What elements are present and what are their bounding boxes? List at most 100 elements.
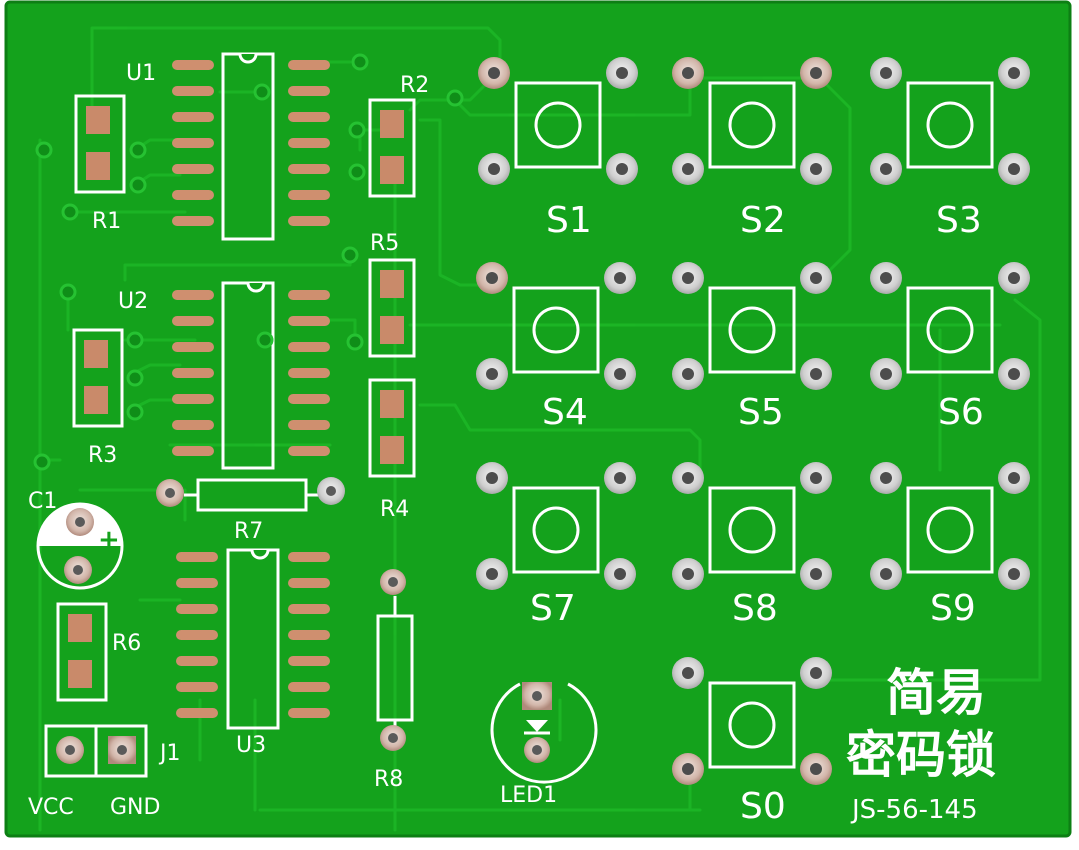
label-vcc: VCC (28, 795, 74, 820)
switch-s6-button-ring (926, 306, 974, 354)
switch-s3-pad-hole (880, 163, 892, 175)
resistor-r8-footprint (376, 569, 414, 751)
switch-s3-pad-hole (1008, 67, 1020, 79)
label-s1: S1 (546, 200, 592, 241)
resistor-r4-footprint (368, 378, 416, 478)
label-c1: C1 (28, 489, 57, 514)
board-title-line1: 简易 (886, 664, 986, 722)
switch-s2-footprint (672, 57, 832, 185)
switch-s5-pad-hole (810, 368, 822, 380)
switch-s7-footprint (476, 462, 636, 590)
switch-s0-pad-hole (682, 667, 694, 679)
switch-s8-pad-hole (682, 568, 694, 580)
label-j1: J1 (158, 741, 181, 766)
switch-s7-pad-hole (614, 472, 626, 484)
ic-u2-footprint (172, 281, 330, 470)
ic-u3-footprint (176, 548, 330, 730)
switch-s6-pad-hole (880, 272, 892, 284)
switch-s2-pad-hole (682, 67, 694, 79)
switch-s2-pad-hole (810, 67, 822, 79)
switch-s5-pad-hole (810, 272, 822, 284)
label-s6: S6 (938, 392, 984, 433)
label-r4: R4 (380, 497, 409, 522)
switch-s0-button-ring (728, 701, 776, 749)
resistor-r6-footprint (56, 602, 108, 702)
switch-s0-pad-hole (810, 763, 822, 775)
switch-s4-footprint (476, 262, 636, 390)
switch-s9-pad-hole (880, 568, 892, 580)
switch-s1-footprint (478, 57, 638, 185)
switch-s3-footprint (870, 57, 1030, 185)
switch-s1-pad-hole (488, 67, 500, 79)
switch-s9-pad-hole (880, 472, 892, 484)
switch-grid (476, 57, 1030, 785)
switch-s5-button-ring (728, 306, 776, 354)
switch-s5-pad-hole (682, 368, 694, 380)
resistor-r1-footprint (74, 94, 126, 194)
switch-s2-button-ring (728, 101, 776, 149)
switch-s0-outline (708, 681, 796, 769)
switch-s4-button-ring (532, 306, 580, 354)
resistor-r3-footprint (72, 328, 124, 428)
label-c1-plus: + (98, 525, 120, 555)
switch-s6-footprint (870, 262, 1030, 390)
label-s5: S5 (738, 392, 784, 433)
switch-s6-pad-hole (1008, 272, 1020, 284)
switch-s7-button-ring (532, 506, 580, 554)
switch-s6-outline (906, 286, 994, 374)
switch-s3-button-ring (926, 101, 974, 149)
switch-s6-pad-hole (1008, 368, 1020, 380)
switch-s0-pad-hole (682, 763, 694, 775)
switch-s4-pad-hole (486, 272, 498, 284)
label-s4: S4 (542, 392, 588, 433)
switch-s5-outline (708, 286, 796, 374)
switch-s2-pad-hole (682, 163, 694, 175)
switch-s7-pad-hole (486, 568, 498, 580)
board-model-number: JS-56-145 (850, 795, 978, 825)
switch-s8-pad-hole (810, 472, 822, 484)
vias (33, 53, 464, 471)
led-led1-footprint (490, 682, 598, 784)
label-r7: R7 (234, 519, 263, 544)
switch-s2-outline (708, 81, 796, 169)
switch-s3-pad-hole (880, 67, 892, 79)
label-r8: R8 (374, 767, 403, 792)
capacitor-c1-footprint (36, 502, 124, 590)
switch-s9-outline (906, 486, 994, 574)
switch-s9-footprint (870, 462, 1030, 590)
label-gnd: GND (110, 795, 160, 820)
label-s9: S9 (930, 588, 976, 629)
switch-s7-pad-hole (614, 568, 626, 580)
switch-s9-pad-hole (1008, 568, 1020, 580)
label-r6: R6 (112, 631, 141, 656)
board-title-line2: 密码锁 (846, 726, 996, 784)
switch-s4-pad-hole (614, 368, 626, 380)
switch-s9-button-ring (926, 506, 974, 554)
label-u2: U2 (118, 289, 148, 314)
resistor-r2-footprint (368, 98, 416, 198)
switch-s7-pad-hole (486, 472, 498, 484)
switch-s7-outline (512, 486, 600, 574)
label-r3: R3 (88, 443, 117, 468)
switch-s1-outline (514, 81, 602, 169)
pcb-board-edge (4, 0, 1072, 838)
label-s2: S2 (740, 200, 786, 241)
switch-s1-pad-hole (488, 163, 500, 175)
switch-s8-button-ring (728, 506, 776, 554)
switch-s3-outline (906, 81, 994, 169)
switch-s8-outline (708, 486, 796, 574)
switch-s4-pad-hole (614, 272, 626, 284)
switch-s5-pad-hole (682, 272, 694, 284)
switch-s9-pad-hole (1008, 472, 1020, 484)
label-u1: U1 (126, 61, 156, 86)
switch-s0-footprint (672, 657, 832, 785)
ic-u1-footprint (172, 52, 330, 241)
switch-s4-pad-hole (486, 368, 498, 380)
label-r2: R2 (400, 73, 429, 98)
switch-s5-footprint (672, 262, 832, 390)
switch-s2-pad-hole (810, 163, 822, 175)
switch-s3-pad-hole (1008, 163, 1020, 175)
switch-s4-outline (512, 286, 600, 374)
label-u3: U3 (236, 733, 266, 758)
